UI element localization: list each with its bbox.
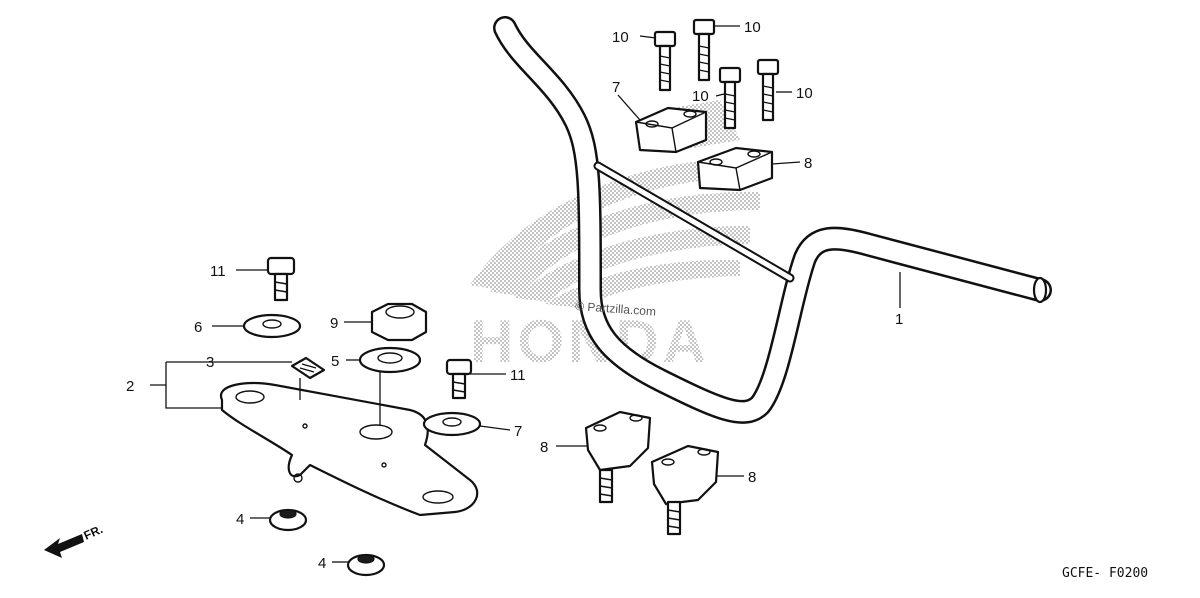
leader-lines [150, 25, 901, 563]
callout-8-b: 8 [748, 469, 756, 486]
watermark: © Partzilla.com [575, 299, 657, 319]
callout-7-b: 8 [804, 155, 812, 172]
lower-handlebar-holder-1 [584, 410, 652, 504]
callout-11-b: 11 [510, 367, 526, 384]
washer-6-a [242, 313, 302, 339]
bolt-10-b [692, 18, 716, 82]
honda-wing-logo: HONDA [470, 100, 770, 375]
callout-6-a: 6 [194, 319, 202, 336]
front-direction-marker: FR. [44, 522, 105, 558]
callout-1: 1 [895, 311, 903, 328]
diagram-reference-code: GCFE- F0200 [1062, 566, 1148, 581]
cap-nut-4-b [346, 553, 386, 577]
lower-handlebar-holder-2 [650, 444, 720, 536]
callout-4-a: 4 [236, 511, 244, 528]
steering-stem-nut [370, 302, 428, 342]
front-marker-text: FR. [82, 522, 105, 543]
bolt-10-c [718, 66, 742, 130]
handlebar [493, 16, 1052, 424]
washer-5 [358, 346, 422, 374]
callout-10-c: 10 [692, 88, 709, 105]
callout-10-d: 10 [796, 85, 813, 102]
callout-7-a: 7 [612, 79, 620, 96]
bolt-11-a [266, 256, 296, 302]
callout-5: 5 [331, 353, 339, 370]
bolt-10-d [756, 58, 780, 122]
washer-6-b [422, 411, 482, 437]
callout-9: 9 [330, 315, 338, 332]
callout-11-a: 11 [210, 263, 226, 280]
callout-labels: 10 10 10 10 7 8 1 11 6 3 2 9 5 11 7 8 8 … [126, 19, 903, 572]
caution-label-plate [290, 356, 326, 380]
callout-10-b: 10 [744, 19, 761, 36]
cap-nut-4-a [268, 508, 308, 532]
top-bridge-plate [219, 382, 479, 517]
upper-handlebar-holder-2 [696, 146, 774, 192]
callout-8-a: 8 [540, 439, 548, 456]
callout-3: 3 [206, 354, 214, 371]
bolt-10-a [653, 30, 677, 92]
callout-6-b: 7 [514, 423, 522, 440]
callout-4-b: 4 [318, 555, 326, 572]
bolt-11-b [445, 358, 473, 400]
callout-10-a: 10 [612, 29, 629, 46]
upper-handlebar-holder-1 [634, 106, 708, 154]
callout-2: 2 [126, 378, 134, 395]
